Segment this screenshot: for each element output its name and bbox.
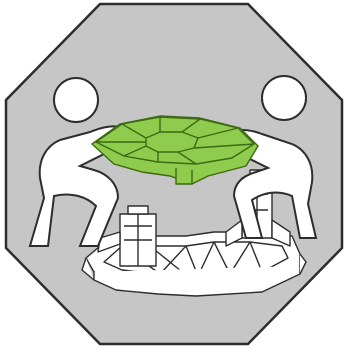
lift-warning-illustration [0,0,348,350]
illustration-svg [0,0,348,350]
